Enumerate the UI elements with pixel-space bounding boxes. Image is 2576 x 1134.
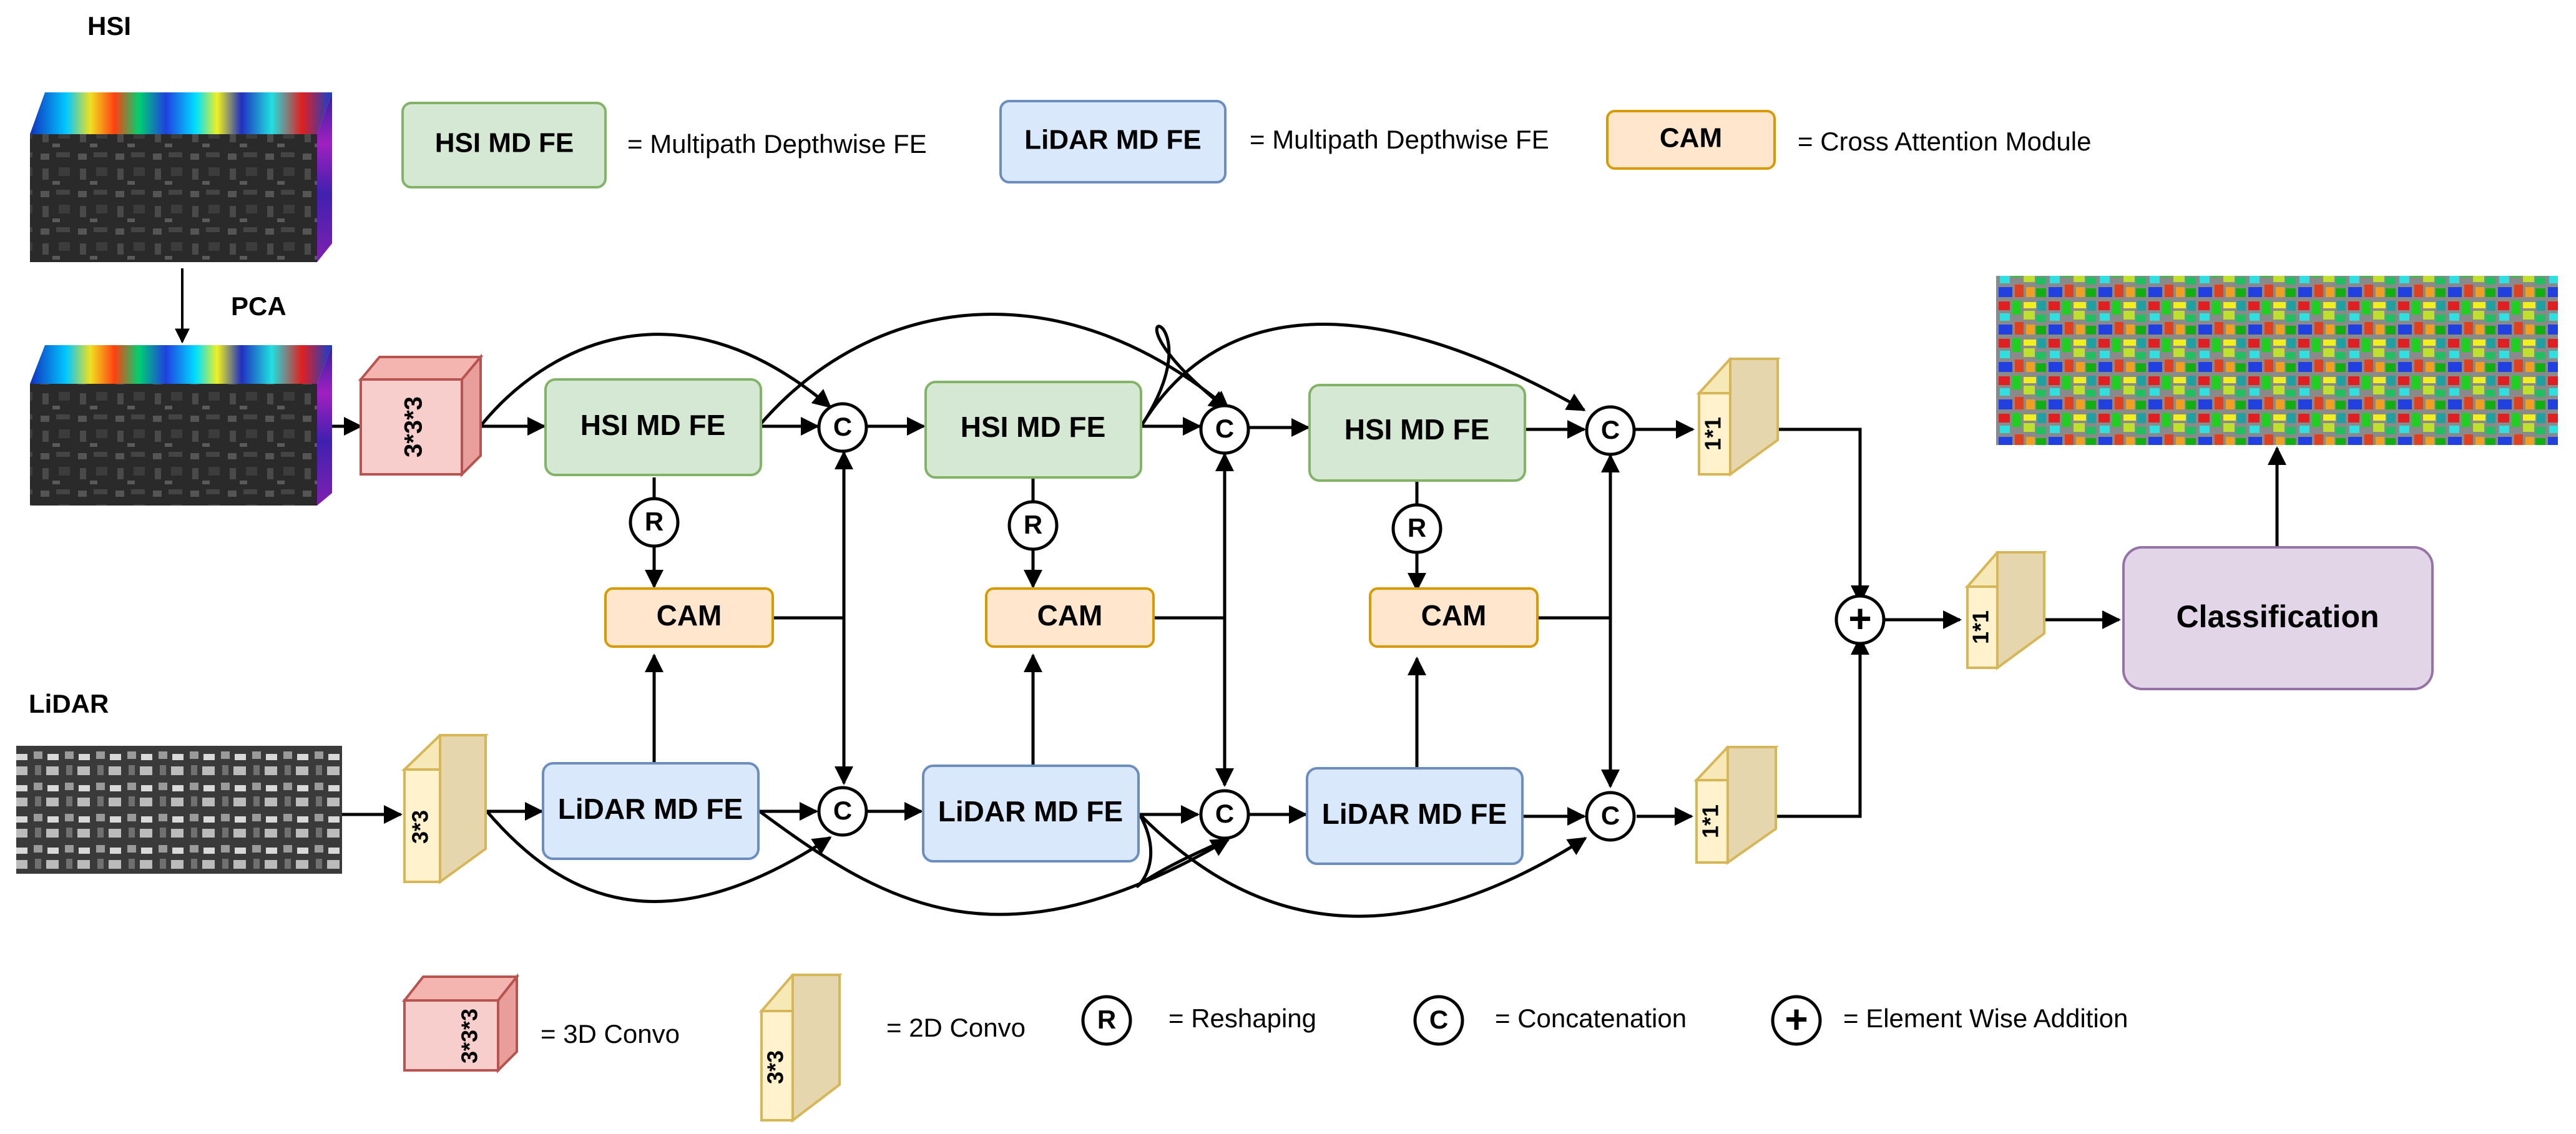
- legend-cam-desc: = Cross Attention Module: [1798, 127, 2091, 156]
- svg-text:R: R: [1024, 510, 1042, 539]
- legend-reshape-icon: R: [1081, 995, 1132, 1046]
- reshape-node-1: R: [629, 497, 680, 548]
- legend-concat-desc: = Concatenation: [1495, 1004, 1687, 1033]
- svg-text:3*3*3: 3*3*3: [457, 1009, 482, 1063]
- cam-block-2: CAM: [985, 587, 1155, 648]
- lidar-image: [16, 746, 342, 874]
- svg-text:LiDAR MD FE: LiDAR MD FE: [558, 793, 743, 825]
- cam-block-3: CAM: [1369, 587, 1539, 648]
- legend-conv3d-icon: 3*3*3: [401, 973, 520, 1073]
- lidar-fe-block-1: LiDAR MD FE: [542, 762, 760, 860]
- conv3d-block: 3*3*3: [358, 353, 484, 477]
- svg-text:1*1: 1*1: [1700, 417, 1726, 451]
- reshape-node-3: R: [1391, 503, 1442, 554]
- addition-node: +: [1834, 594, 1886, 645]
- svg-text:Classification: Classification: [2176, 599, 2379, 634]
- svg-text:R: R: [1097, 1005, 1116, 1034]
- legend-cam-box: [1606, 110, 1776, 170]
- svg-text:LiDAR MD FE: LiDAR MD FE: [1322, 798, 1507, 830]
- conv3d-label: 3*3*3: [400, 396, 428, 457]
- lidar-input-label: LiDAR: [29, 689, 109, 718]
- pca-cube-image: [30, 345, 332, 506]
- hsi-fe-label-3: HSI MD FE: [1344, 413, 1490, 446]
- svg-text:+: +: [1848, 596, 1871, 641]
- hsi-input-label: HSI: [87, 11, 131, 41]
- svg-text:C: C: [833, 412, 852, 441]
- svg-text:C: C: [1429, 1005, 1448, 1034]
- legend-add-icon: +: [1771, 995, 1822, 1046]
- cam-block-1: CAM: [604, 587, 774, 648]
- hsi-fe-block-1: HSI MD FE: [544, 378, 762, 476]
- classification-map-image: [1996, 276, 2558, 445]
- conv1x1-block-hsi: 1*1: [1696, 358, 1781, 477]
- svg-text:C: C: [1601, 801, 1620, 830]
- conv1x1-block-lidar: 1*1: [1693, 746, 1779, 865]
- legend-cam-box-label: CAM: [1660, 123, 1722, 154]
- hsi-cube-image: [30, 92, 332, 262]
- svg-text:1*1: 1*1: [1698, 804, 1723, 838]
- svg-text:CAM: CAM: [657, 599, 722, 632]
- concat-node-lidar-3: C: [1585, 791, 1636, 842]
- lidar-fe-block-2: LiDAR MD FE: [922, 765, 1140, 863]
- conv2d-block: 3*3: [401, 734, 489, 884]
- svg-text:C: C: [1215, 799, 1234, 828]
- svg-text:CAM: CAM: [1037, 599, 1103, 632]
- legend-conv2d-icon: 3*3: [758, 974, 843, 1123]
- svg-text:C: C: [1215, 414, 1234, 443]
- hsi-fe-block-3: HSI MD FE: [1308, 384, 1526, 482]
- legend-add-desc: = Element Wise Addition: [1843, 1004, 2128, 1033]
- concat-node-hsi-1: C: [817, 402, 868, 453]
- concat-node-hsi-3: C: [1585, 405, 1636, 456]
- legend-lidar-box: [999, 100, 1227, 183]
- svg-text:C: C: [1601, 415, 1620, 444]
- concat-node-lidar-2: C: [1199, 789, 1250, 840]
- svg-text:1*1: 1*1: [1968, 610, 1994, 644]
- pca-label: PCA: [231, 291, 286, 321]
- conv2d-label: 3*3: [408, 810, 433, 844]
- hsi-fe-label-2: HSI MD FE: [961, 411, 1106, 443]
- classification-block: Classification: [2122, 546, 2434, 690]
- hsi-fe-block-2: HSI MD FE: [924, 381, 1142, 479]
- concat-node-lidar-1: C: [817, 786, 868, 837]
- reshape-node-2: R: [1007, 500, 1059, 551]
- legend-conv3d-desc: = 3D Convo: [541, 1019, 680, 1048]
- svg-text:C: C: [833, 796, 852, 825]
- legend-hsi-box-label: HSI MD FE: [435, 128, 574, 159]
- hsi-fe-label-1: HSI MD FE: [580, 409, 726, 441]
- legend-lidar-desc: = Multipath Depthwise FE: [1250, 125, 1549, 154]
- svg-text:3*3: 3*3: [763, 1050, 788, 1084]
- svg-text:+: +: [1785, 997, 1808, 1042]
- concat-node-hsi-2: C: [1199, 404, 1250, 455]
- legend-reshape-desc: = Reshaping: [1168, 1004, 1316, 1033]
- connectors: [332, 313, 2286, 918]
- legend-hsi-desc: = Multipath Depthwise FE: [627, 129, 927, 159]
- legend-hsi-box: [401, 102, 607, 188]
- legend-lidar-box-label: LiDAR MD FE: [1024, 125, 1202, 155]
- svg-text:R: R: [1408, 513, 1426, 542]
- legend-concat-icon: C: [1413, 995, 1464, 1046]
- svg-text:LiDAR MD FE: LiDAR MD FE: [938, 795, 1123, 828]
- legend-conv2d-desc: = 2D Convo: [886, 1013, 1026, 1042]
- conv1x1-block-fused: 1*1: [1964, 551, 2047, 670]
- lidar-fe-block-3: LiDAR MD FE: [1306, 767, 1524, 865]
- svg-text:R: R: [645, 507, 664, 536]
- svg-text:CAM: CAM: [1421, 599, 1487, 632]
